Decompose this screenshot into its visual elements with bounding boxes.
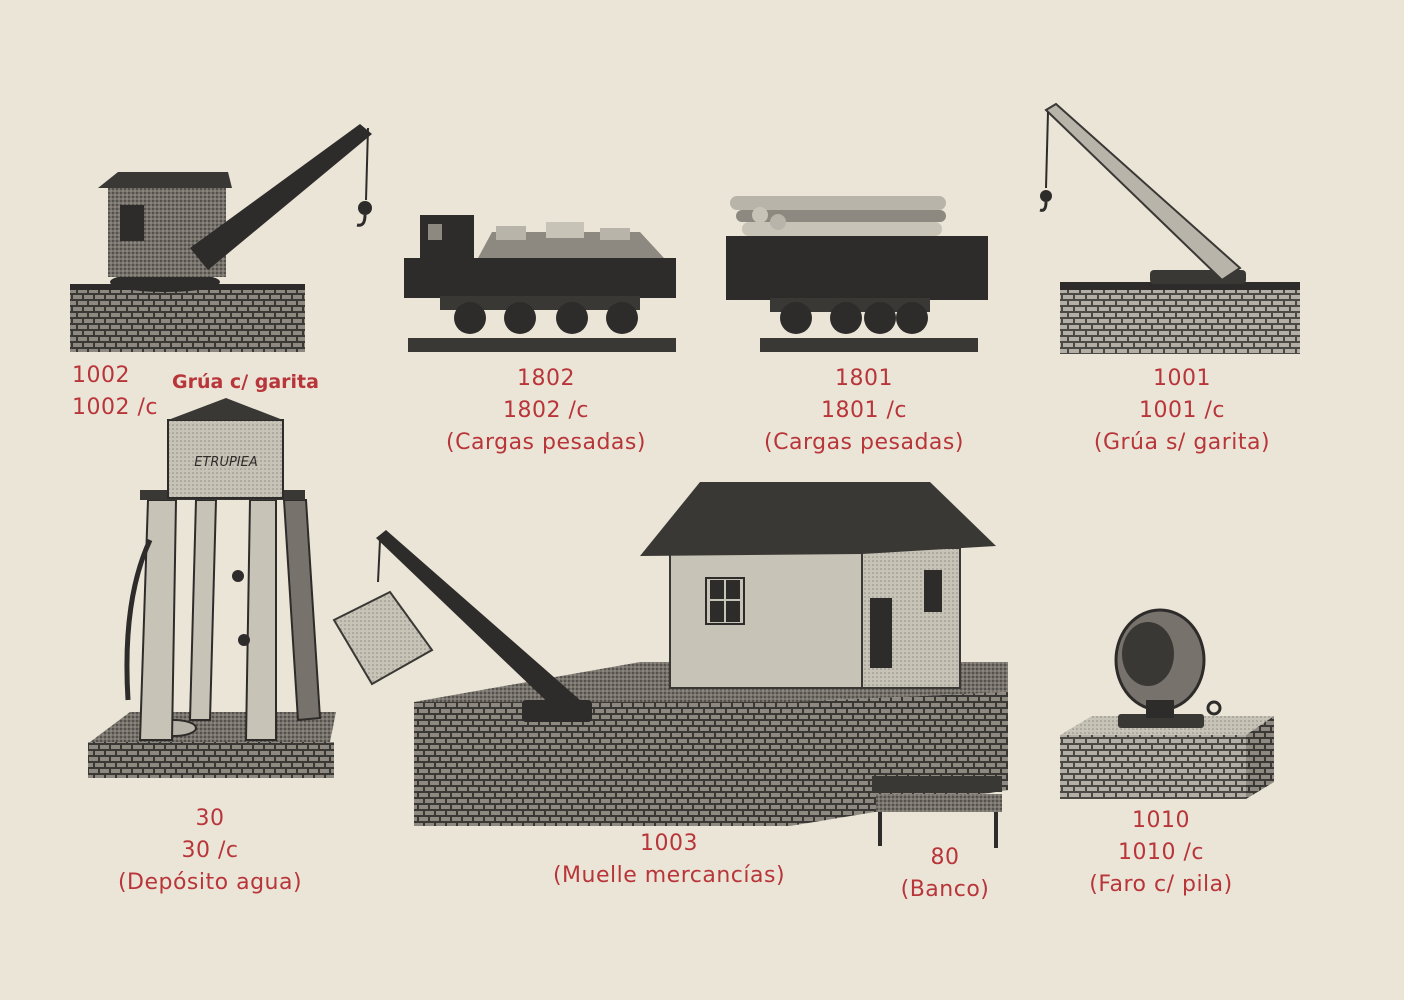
product-description: (Faro c/ pila) [1089,872,1233,897]
caption-1010: 1010 1010 /c (Faro c/ pila) [1076,805,1246,901]
product-number: 1802 [517,366,575,391]
product-number: 1001 [1153,366,1211,391]
crane-icon [1039,102,1300,354]
product-number: 80 [930,845,960,870]
caption-1802: 1802 1802 /c (Cargas pesadas) [436,363,656,459]
product-number: 30 [195,806,225,831]
product-variant: 1010 /c [1118,840,1204,865]
water-tower-icon: ETRUPIEA [88,398,336,778]
log-wagon-icon [726,196,988,352]
searchlight-icon [1060,608,1274,799]
stone-wagon-icon [404,215,676,352]
product-description: (Muelle mercancías) [552,863,786,888]
caption-1002: 1002 1002 /c [72,360,158,424]
product-description: (Grúa s/ garita) [1093,430,1271,455]
product-number: 1010 [1132,808,1190,833]
caption-80: 80 (Banco) [890,842,1000,906]
goods-dock-icon [332,482,1008,826]
caption-1002-desc: Grúa c/ garita [172,371,319,393]
product-description: (Banco) [900,877,990,902]
product-variant: 1802 /c [503,398,589,423]
product-variant: 30 /c [181,838,239,863]
product-variant: 1002 /c [72,395,158,420]
product-description: (Cargas pesadas) [764,430,964,455]
product-number: 1003 [640,831,698,856]
product-number: 1002 [72,363,130,388]
caption-30: 30 30 /c (Depósito agua) [110,803,310,899]
product-description: (Cargas pesadas) [446,430,646,455]
crane-with-cabin-icon [70,124,372,352]
product-variant: 1001 /c [1139,398,1225,423]
product-description: (Depósito agua) [117,870,303,895]
caption-1801: 1801 1801 /c (Cargas pesadas) [754,363,974,459]
product-number: 1801 [835,366,893,391]
caption-1003: 1003 (Muelle mercancías) [544,828,794,892]
product-variant: 1801 /c [821,398,907,423]
caption-1001: 1001 1001 /c (Grúa s/ garita) [1082,363,1282,459]
bench-icon [872,776,1002,848]
tank-text: ETRUPIEA [194,455,257,470]
